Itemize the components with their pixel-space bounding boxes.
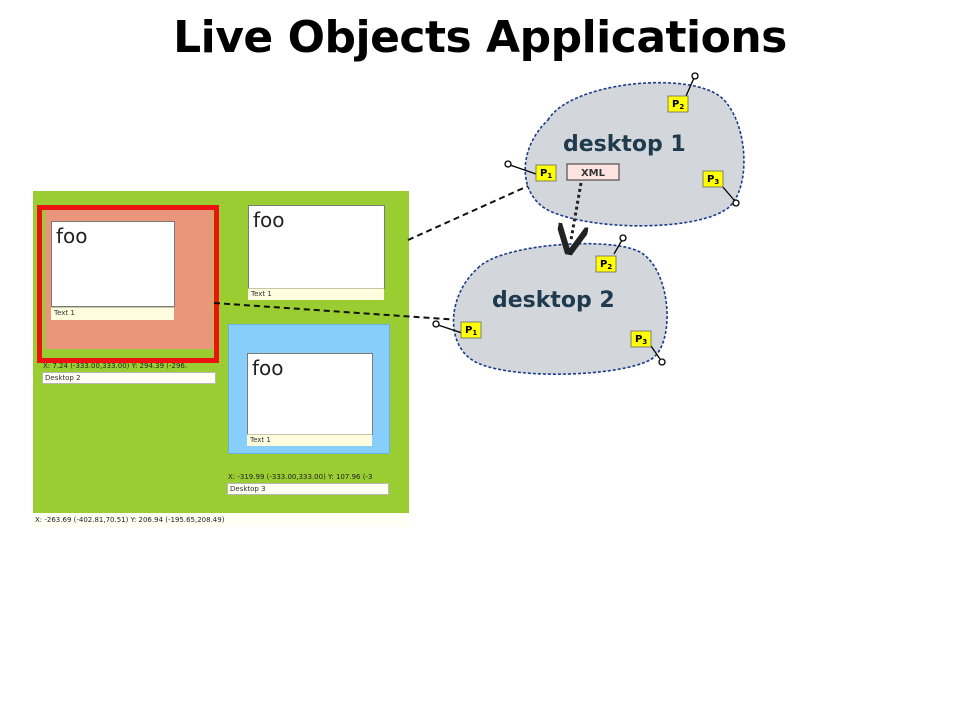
text-field[interactable]: Text 1 [248, 288, 384, 300]
port-index: 1 [472, 329, 477, 337]
port-prefix: P [600, 259, 607, 270]
text-field[interactable]: Text 1 [247, 434, 372, 446]
svg-text:P1: P1 [540, 168, 552, 180]
text-field[interactable]: Text 1 [51, 307, 174, 320]
highlight-frame [37, 205, 219, 363]
connector-desktop-1 [407, 185, 529, 241]
svg-text:P2: P2 [600, 259, 612, 271]
cloud-label-desktop-2: desktop 2 [492, 288, 615, 313]
port-prefix: P [540, 168, 547, 179]
svg-text:P1: P1 [465, 325, 477, 337]
port-index: 2 [607, 263, 612, 271]
port-d1-p3[interactable]: P3 [702, 170, 740, 207]
port-prefix: P [635, 334, 642, 345]
slide-title: Live Objects Applications [173, 12, 787, 63]
window-heading: foo [56, 224, 88, 248]
port-index: 2 [679, 103, 684, 111]
port-prefix: P [465, 325, 472, 336]
desktop-screenshot: foo Text 1 X: 7.24 (-333.00,333.00) Y: 2… [33, 191, 409, 527]
port-d1-p1[interactable]: P1 [504, 160, 557, 182]
port-prefix: P [707, 174, 714, 185]
port-index: 1 [547, 172, 552, 180]
bottom-status-bar: X: -263.69 (-402.81,70.51) Y: 206.94 (-1… [33, 513, 409, 527]
desktop-label: Desktop 2 [42, 372, 216, 384]
xml-tag-label: XML [581, 168, 606, 179]
window-heading: foo [253, 208, 285, 232]
window-foo-2[interactable]: foo [248, 205, 385, 289]
window-foo-1[interactable]: foo [51, 221, 175, 307]
port-prefix: P [672, 99, 679, 110]
port-d2-p3[interactable]: P3 [630, 330, 666, 366]
svg-text:P3: P3 [635, 334, 647, 346]
status-line: X: -319.99 (-333.00,333.00) Y: 107.96 (-… [228, 473, 373, 481]
connector-desktop-2 [213, 302, 461, 321]
cloud-label-desktop-1: desktop 1 [563, 132, 686, 157]
window-heading: foo [252, 356, 284, 380]
xml-flow-arrow [571, 182, 581, 240]
window-foo-3[interactable]: foo [247, 353, 373, 435]
port-index: 3 [642, 338, 647, 346]
desktop-label: Desktop 3 [227, 483, 389, 495]
port-index: 3 [714, 178, 719, 186]
svg-text:P3: P3 [707, 174, 719, 186]
status-line: X: 7.24 (-333.00,333.00) Y: 294.39 (-296… [43, 362, 188, 370]
svg-text:P2: P2 [672, 99, 684, 111]
port-d2-p1[interactable]: P1 [432, 320, 482, 339]
port-d1-p2[interactable]: P2 [667, 72, 699, 113]
xml-tag [566, 163, 620, 181]
port-d2-p2[interactable]: P2 [595, 234, 627, 273]
